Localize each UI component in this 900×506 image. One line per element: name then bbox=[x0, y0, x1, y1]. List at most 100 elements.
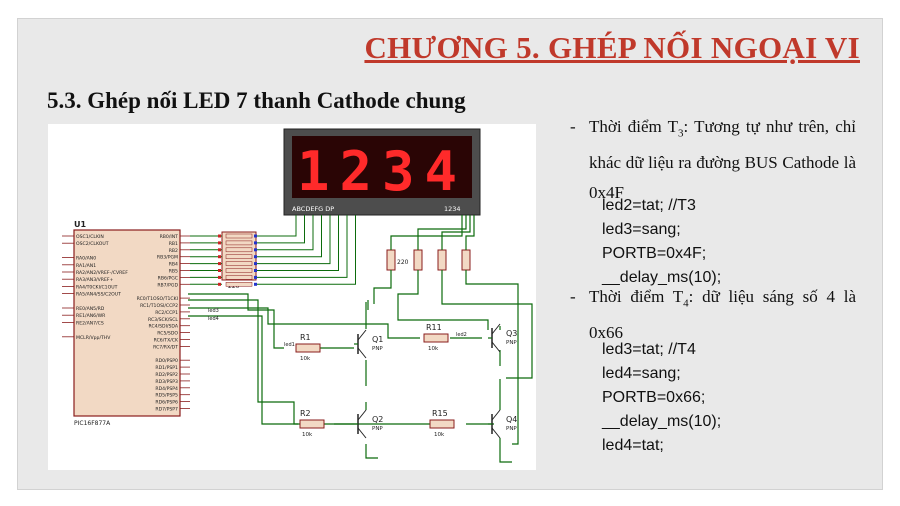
net-led2: led2 bbox=[456, 332, 467, 338]
mcu-pin-label: RD6/PSP6 bbox=[155, 400, 178, 406]
array-resistor bbox=[225, 282, 253, 287]
net-led4: led4 bbox=[208, 316, 219, 322]
mcu-pin-label: RD4/PSP4 bbox=[155, 386, 178, 392]
mcu-pin-label: OSC1/CLKIN bbox=[76, 234, 104, 240]
net-led1: led1 bbox=[284, 342, 295, 348]
wiring bbox=[188, 215, 533, 463]
bullet-t3-sub: 3 bbox=[678, 127, 684, 140]
bus-wire bbox=[256, 215, 314, 251]
array-resistor bbox=[225, 254, 253, 259]
mcu-left-pins: OSC1/CLKINOSC2/CLKOUTRA0/AN0RA1/AN1RA2/A… bbox=[62, 234, 128, 341]
array-resistor bbox=[225, 261, 253, 266]
circuit-diagram: 1234 ABCDEFG DP 1234 U1 PIC16F877A OSC1/… bbox=[48, 124, 536, 470]
transistor-emitter bbox=[357, 329, 367, 341]
transistor-ref: Q1 bbox=[372, 335, 383, 344]
mcu-pin-label: RD0/PSP0 bbox=[155, 358, 178, 364]
net-label-extra: led3 led4 bbox=[208, 308, 219, 322]
mcu-pin-label: RB1 bbox=[169, 241, 178, 247]
bus-wire bbox=[256, 215, 305, 244]
pin-marker bbox=[254, 248, 257, 252]
mcu-ref: U1 bbox=[74, 220, 86, 229]
pin-marker bbox=[218, 275, 221, 279]
pin-marker bbox=[218, 269, 221, 272]
array-resistor bbox=[225, 275, 253, 280]
mcu-pin-label: RA5/AN4/SS/C2OUT bbox=[76, 292, 121, 298]
bullet-t4-sub: 4 bbox=[683, 297, 689, 310]
pin-marker bbox=[218, 262, 221, 266]
mcu-pin-label: RC5/SDO bbox=[157, 331, 178, 337]
r1-ref: R1 bbox=[300, 333, 311, 342]
net-led3: led3 bbox=[208, 308, 219, 314]
bullet-t4-text: Thời điểm T4: dữ liệu sáng số 4 là 0x66 bbox=[589, 282, 856, 348]
mcu-pin-label: RC7/RX/DT bbox=[153, 344, 178, 350]
circuit-schematic: 1234 ABCDEFG DP 1234 U1 PIC16F877A OSC1/… bbox=[62, 128, 533, 463]
transistor-emitter bbox=[357, 409, 367, 421]
bullet-dash: - bbox=[570, 287, 576, 306]
transistor-collector bbox=[491, 341, 501, 353]
display-pins-right: 1234 bbox=[444, 205, 461, 213]
resistor-r2: R2 10k bbox=[299, 409, 325, 438]
mcu-pin-label: RC2/CCP1 bbox=[155, 310, 178, 316]
mcu-pin-label: RB7/PGD bbox=[157, 282, 178, 288]
mcu-pin-label: OSC2/CLKOUT bbox=[76, 241, 109, 247]
code-line: __delay_ms(10); bbox=[602, 269, 722, 286]
bus-wire bbox=[256, 215, 322, 258]
resistor-r15: R15 10k bbox=[429, 409, 455, 438]
segment-bus-wires bbox=[190, 215, 356, 287]
pin-marker bbox=[218, 255, 221, 259]
bullet-dash: - bbox=[570, 117, 576, 136]
code-line: led2=tat; //T3 bbox=[602, 197, 696, 214]
mcu-pin-label: RB2 bbox=[169, 248, 178, 254]
pin-marker bbox=[218, 241, 221, 245]
pin-marker bbox=[218, 248, 221, 252]
pin-marker bbox=[254, 241, 257, 245]
transistor-collector bbox=[491, 427, 501, 439]
section-title: 5.3. Ghép nối LED 7 thanh Cathode chung bbox=[47, 88, 466, 113]
bus-wire bbox=[256, 215, 356, 285]
transistor-ref: Q3 bbox=[506, 329, 517, 338]
mcu-pin-label: RB4 bbox=[169, 262, 178, 268]
resistor-r11: R11 10k led2 bbox=[423, 323, 467, 352]
mcu-pin-label: RB5 bbox=[169, 269, 178, 275]
mcu-pin-label: MCLR/Vpp/THV bbox=[76, 335, 111, 341]
mcu-pin-label: RE1/AN6/WR bbox=[76, 313, 106, 319]
mcu-pin-label: RD1/PSP1 bbox=[155, 365, 178, 371]
transistor-emitter bbox=[491, 409, 501, 421]
code-line: PORTB=0x4F; bbox=[602, 245, 707, 262]
transistor-type: PNP bbox=[506, 340, 517, 346]
r11-ref: R11 bbox=[426, 323, 442, 332]
r15-ref: R15 bbox=[432, 409, 448, 418]
mcu-pin-label: RC3/SCK/SCL bbox=[148, 317, 178, 323]
code-block-t3: led2=tat; //T3 led3=sang; PORTB=0x4F; __del… bbox=[602, 194, 721, 290]
seven-segment-display: 1234 ABCDEFG DP 1234 bbox=[283, 128, 481, 216]
mcu-pin-label: RE0/AN5/RD bbox=[76, 306, 105, 312]
mcu-right-pins: RB0/INTRB1RB2RB3/PGMRB4RB5RB6/PGCRB7/PGD… bbox=[137, 234, 190, 413]
mcu-pin-label: RD2/PSP2 bbox=[155, 372, 178, 378]
mcu-pin-label: RC4/SDI/SDA bbox=[148, 324, 178, 330]
display-pins-left: ABCDEFG DP bbox=[292, 205, 334, 213]
resistor-r1: R1 10k led1 bbox=[284, 333, 321, 362]
code-line: led3=sang; bbox=[602, 221, 681, 238]
mcu-pin-label: RB3/PGM bbox=[157, 255, 178, 261]
transistor-collector bbox=[357, 347, 367, 359]
transistor-type: PNP bbox=[372, 426, 383, 432]
code-line: led4=sang; bbox=[602, 365, 681, 382]
pin-marker bbox=[254, 282, 257, 286]
mcu-pin-label: RA2/AN2/VREF-/CVREF bbox=[76, 270, 128, 276]
bullet-t4-prefix: Thời điểm T bbox=[589, 287, 684, 306]
digit-resistors: 220 bbox=[386, 249, 471, 271]
bullet-t3-prefix: Thời điểm T bbox=[589, 117, 679, 136]
mcu-pin-label: RD3/PSP3 bbox=[155, 379, 178, 385]
bullet-t3-text: Thời điểm T3: Tương tự như trên, chỉ khá… bbox=[589, 112, 856, 208]
mcu-pin-label: RC1/T1OSI/CCP2 bbox=[140, 303, 178, 309]
transistor-type: PNP bbox=[506, 426, 517, 432]
transistor-ref: Q2 bbox=[372, 415, 383, 424]
mcu-pin-label: RB0/INT bbox=[160, 234, 179, 240]
resistor-220-label: 220 bbox=[397, 259, 409, 266]
mcu-pin-label: RB6/PGC bbox=[158, 275, 178, 281]
bus-wire bbox=[256, 215, 331, 265]
bus-wire bbox=[256, 215, 348, 278]
display-digits: 1234 bbox=[297, 140, 467, 203]
array-resistor bbox=[225, 233, 253, 239]
transistor-collector bbox=[357, 427, 367, 439]
